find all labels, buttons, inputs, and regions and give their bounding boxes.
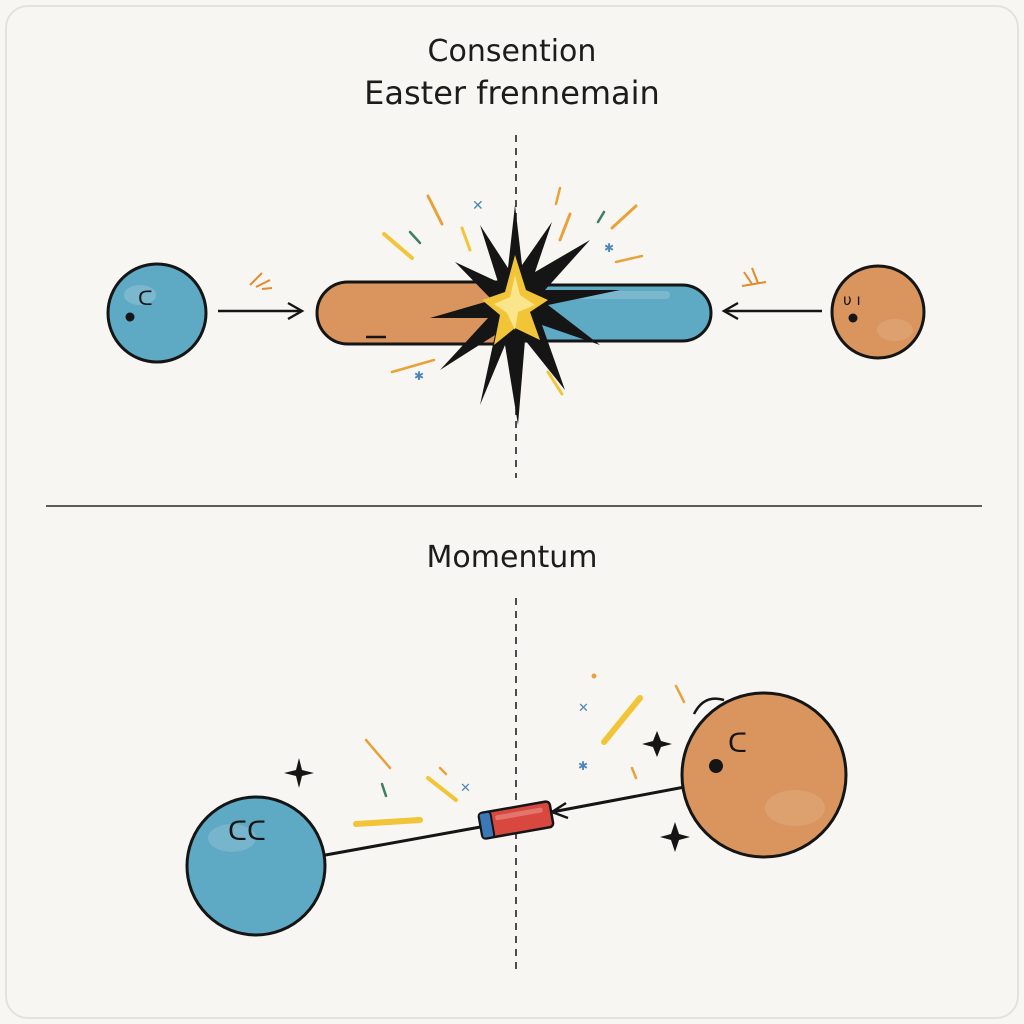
bottom-confetti: ✕ ✕ ✱ <box>284 673 690 852</box>
momentum-title: Momentum <box>426 540 598 575</box>
svg-text:✕: ✕ <box>460 781 471 796</box>
red-cylinder <box>477 800 555 840</box>
eye-icon <box>848 313 858 323</box>
collision-burst-icon <box>430 205 620 425</box>
rod-right <box>551 784 691 814</box>
face-expression: ᑕ <box>728 729 747 759</box>
sparkle-icon <box>284 758 314 788</box>
sparkle-icon <box>642 731 672 757</box>
face-expression: υ ı <box>843 291 861 309</box>
svg-text:✕: ✕ <box>472 198 484 214</box>
top-right-arrow <box>721 301 822 321</box>
svg-text:✱: ✱ <box>578 759 588 773</box>
top-left-blue-ball: ᑕ <box>106 262 208 364</box>
top-left-arrow <box>218 301 305 321</box>
svg-text:✕: ✕ <box>578 701 589 716</box>
panel-title-line1: Consention <box>427 34 597 69</box>
svg-text:✱: ✱ <box>414 369 424 383</box>
face-expression: ᑕᑕ <box>228 817 266 847</box>
eye-icon <box>709 759 723 773</box>
sparkle-icon <box>660 822 690 852</box>
spark-lines-icon <box>249 272 273 290</box>
panel-frame <box>5 5 1019 1019</box>
spark-lines-icon <box>741 267 767 287</box>
top-confetti: ✕ ✱ ✱ <box>382 186 644 396</box>
panel-title-line2: Easter frennemain <box>364 74 660 112</box>
svg-text:✱: ✱ <box>604 241 614 255</box>
rod-left <box>319 824 487 858</box>
eye-icon <box>125 312 135 322</box>
bottom-right-orange-ball: ᑕ <box>680 691 848 859</box>
bottom-left-blue-ball: ᑕᑕ <box>185 795 327 937</box>
face-expression: ᑕ <box>138 286 153 310</box>
top-right-orange-ball: υ ı <box>830 264 926 360</box>
